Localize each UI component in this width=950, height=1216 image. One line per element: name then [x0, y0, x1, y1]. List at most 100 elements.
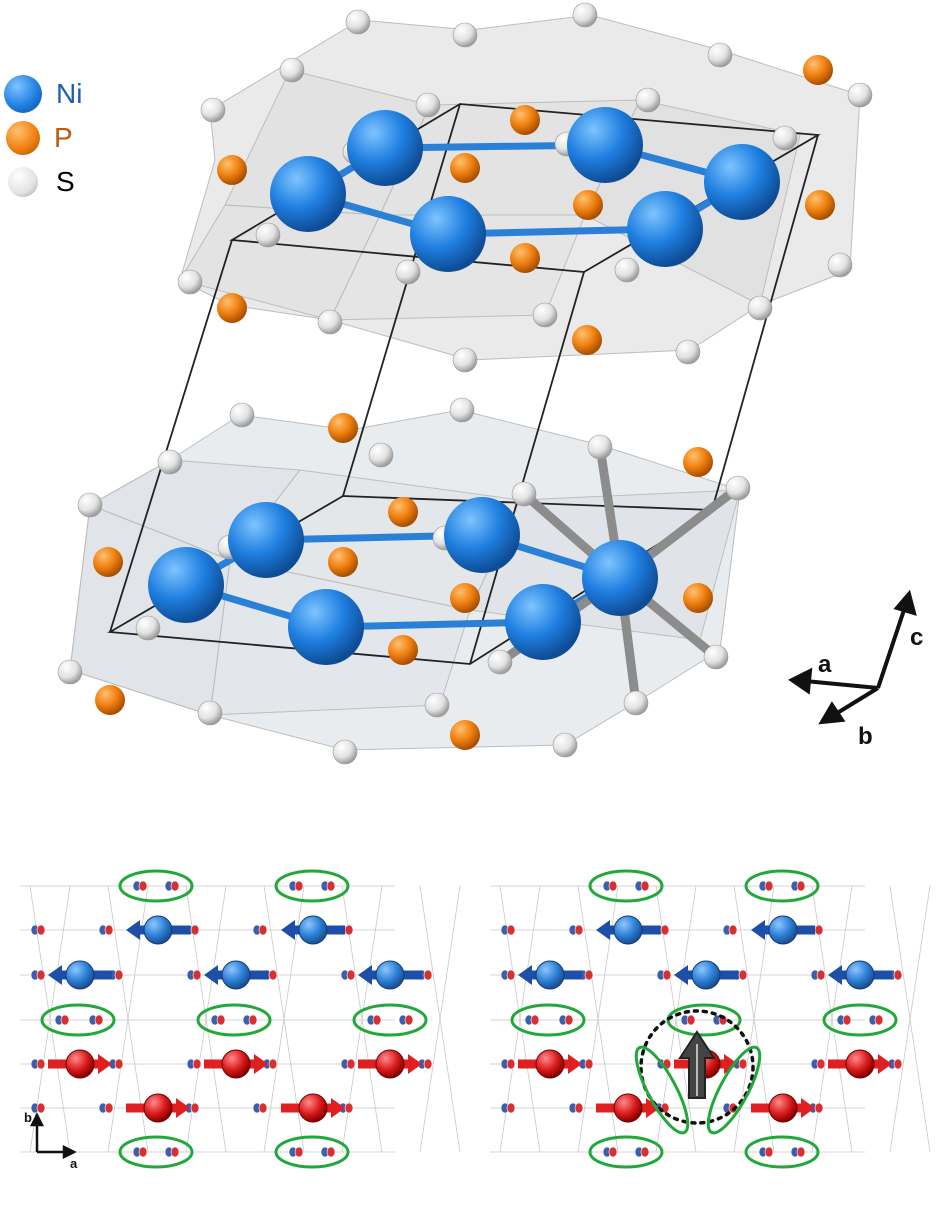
s-atom — [511, 481, 537, 507]
s-atom — [279, 57, 305, 83]
s-atom — [675, 339, 701, 365]
ni-atom — [704, 144, 780, 220]
ni-atom — [444, 497, 520, 573]
magnetic-ion — [535, 960, 565, 990]
small-atom-pair — [810, 969, 826, 981]
small-atom — [738, 1058, 748, 1070]
magnetic-ion — [375, 960, 405, 990]
spin-right — [126, 1093, 190, 1123]
s-atom — [395, 259, 421, 285]
axis-triad-3d — [788, 589, 917, 725]
small-atom-pair — [132, 1146, 148, 1158]
small-atom-pair — [288, 1146, 304, 1158]
small-atom-pair — [810, 1058, 826, 1070]
small-atom-pair — [500, 1102, 516, 1114]
small-atom — [216, 1014, 226, 1026]
p-atom — [510, 105, 540, 135]
legend-label: P — [54, 122, 73, 153]
p-swatch-icon — [6, 121, 40, 155]
small-atom — [192, 1058, 202, 1070]
dotted-circle — [639, 1009, 755, 1125]
s-atom — [177, 269, 203, 295]
p-atom — [683, 447, 713, 477]
p-atom — [510, 243, 540, 273]
spin-panel — [20, 869, 461, 1169]
small-atom — [248, 1014, 258, 1026]
green-ellipse-tilted-left — [634, 1045, 690, 1135]
s-atom — [157, 449, 183, 475]
small-atom — [608, 880, 618, 892]
green-ellipse — [196, 1003, 272, 1037]
small-atom-pair — [186, 969, 202, 981]
small-atom — [893, 1058, 903, 1070]
small-atom-pair — [30, 1058, 46, 1070]
small-atom-pair — [54, 1014, 70, 1026]
small-atom — [564, 1014, 574, 1026]
small-atom-pair — [30, 924, 46, 936]
small-atom — [796, 1146, 806, 1158]
s-atom — [77, 492, 103, 518]
legend: Ni P S — [4, 72, 82, 204]
arrow-head — [358, 965, 372, 985]
small-atom — [814, 1102, 824, 1114]
small-atom — [640, 880, 650, 892]
ni-atom — [148, 547, 224, 623]
small-atom — [764, 880, 774, 892]
axis-label-a-3d: a — [818, 651, 832, 678]
small-atom — [294, 880, 304, 892]
magnetic-ion — [768, 915, 798, 945]
arrow-head — [568, 1054, 582, 1074]
spin-right — [828, 1049, 892, 1079]
p-atom — [217, 293, 247, 323]
small-atom — [796, 880, 806, 892]
p-atom — [328, 547, 358, 577]
arrow-head — [254, 1054, 268, 1074]
small-atom-pair — [88, 1014, 104, 1026]
small-atom-pair — [634, 880, 650, 892]
green-ellipse — [118, 869, 194, 903]
small-atom-pair — [186, 1058, 202, 1070]
small-atom-pair — [340, 1058, 356, 1070]
small-atom — [104, 924, 114, 936]
s-atom — [197, 700, 223, 726]
spin-panel — [490, 869, 931, 1169]
small-atom-pair — [340, 969, 356, 981]
green-ellipse-tilted-right — [706, 1045, 762, 1135]
small-atom — [192, 969, 202, 981]
small-atom — [268, 1058, 278, 1070]
small-atom — [423, 1058, 433, 1070]
small-atom — [608, 1146, 618, 1158]
small-atom-pair — [868, 1014, 884, 1026]
small-atom-pair — [500, 969, 516, 981]
s-atom — [635, 87, 661, 113]
small-atom — [190, 924, 200, 936]
arrow-head — [596, 920, 610, 940]
s-atom — [452, 22, 478, 48]
s-atom — [623, 690, 649, 716]
small-atom — [372, 1014, 382, 1026]
arrow-head — [176, 1098, 190, 1118]
small-atom-pair — [524, 1014, 540, 1026]
s-atom — [200, 97, 226, 123]
legend-label: Ni — [56, 78, 83, 109]
green-ellipse — [274, 1135, 350, 1169]
spin-left — [204, 960, 268, 990]
magnetic-ion — [613, 915, 643, 945]
legend-item-p: P — [4, 116, 82, 160]
green-ellipse — [40, 1003, 116, 1037]
small-atom — [36, 1058, 46, 1070]
small-atom — [258, 1102, 268, 1114]
small-atom — [874, 1014, 884, 1026]
magnetic-ion — [65, 960, 95, 990]
s-atom — [552, 732, 578, 758]
gray-spin-arrow — [678, 1030, 716, 1099]
p-atom — [572, 325, 602, 355]
s-atom — [449, 397, 475, 423]
small-atom-pair — [398, 1014, 414, 1026]
lattice-line — [889, 885, 931, 1153]
lattice-lines — [20, 885, 461, 1153]
spin-left — [126, 915, 190, 945]
small-atom-pair — [500, 1058, 516, 1070]
small-atom — [574, 1102, 584, 1114]
spin-right — [48, 1049, 112, 1079]
